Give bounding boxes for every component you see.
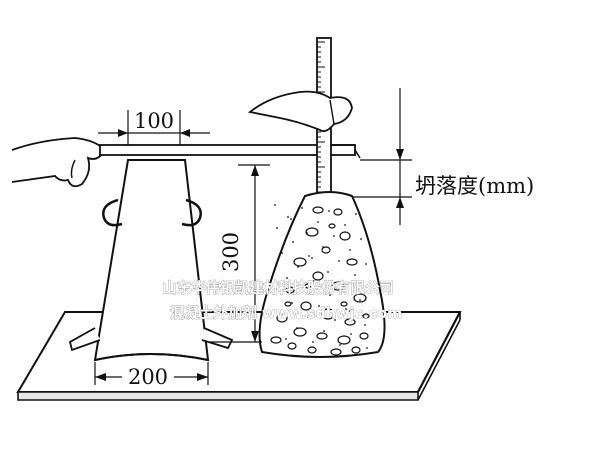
aggregate-stone — [312, 271, 324, 281]
aggregate-stone — [337, 335, 351, 345]
aggregate-dot — [318, 305, 320, 307]
aggregate-stone — [312, 206, 324, 214]
top-width-label: 100 — [134, 109, 174, 133]
aggregate-dot — [359, 299, 361, 301]
aggregate-stone — [287, 342, 297, 350]
aggregate-stone — [305, 227, 319, 237]
aggregate-dot — [281, 252, 283, 254]
aggregate-dot — [344, 224, 346, 226]
aggregate-dot — [292, 241, 294, 243]
aggregate-stone — [321, 308, 335, 320]
aggregate-stone — [316, 332, 328, 340]
aggregate-stone — [304, 283, 312, 289]
aggregate-stone — [346, 258, 358, 266]
aggregate-dot — [297, 266, 299, 268]
aggregate-dot — [365, 263, 367, 265]
aggregate-dot — [280, 313, 282, 315]
bottom-width-label: 200 — [128, 365, 168, 389]
aggregate-dot — [307, 316, 309, 318]
aggregate-stone — [300, 301, 312, 311]
aggregate-dot — [311, 257, 313, 259]
watermark-company: 山东华伟银凯建材科技股份有限公司 — [162, 279, 394, 297]
aggregate-stone — [359, 332, 369, 340]
aggregate-stone — [340, 301, 348, 307]
aggregate-dot — [291, 302, 293, 304]
aggregate-dot — [274, 204, 276, 206]
aggregate-stone — [339, 231, 351, 241]
aggregate-dot — [286, 277, 288, 279]
aggregate-dot — [354, 274, 356, 276]
aggregate-dot — [355, 213, 357, 215]
aggregate-dot — [360, 238, 362, 240]
right-hand — [247, 90, 353, 133]
aggregate-dot — [348, 310, 350, 312]
aggregate-dot — [290, 218, 292, 220]
aggregate-dot — [306, 232, 308, 234]
height-dimension: 300 — [210, 164, 270, 343]
aggregate-dot — [343, 285, 345, 287]
aggregate-dot — [349, 249, 351, 251]
aggregate-stone — [351, 346, 361, 354]
aggregate-stone — [276, 313, 288, 323]
slumped-concrete — [258, 191, 386, 358]
slump-cone — [68, 159, 234, 362]
aggregate-dot — [275, 288, 277, 290]
left-hand — [11, 137, 107, 188]
aggregate-stone — [333, 208, 343, 216]
aggregate-dot — [276, 227, 278, 229]
aggregate-dot — [338, 260, 340, 262]
aggregate-dot — [333, 235, 335, 237]
aggregate-stone — [353, 293, 367, 303]
aggregate-dot — [328, 210, 330, 212]
watermark: 山东华伟银凯建材科技股份有限公司 混凝土外加剂 www.sdhwjc.com — [162, 279, 403, 323]
aggregate-dot — [345, 308, 347, 310]
aggregate-stone — [330, 348, 342, 356]
height-label: 300 — [219, 232, 243, 272]
aggregate-stone — [328, 223, 336, 229]
aggregate-stone — [321, 246, 331, 254]
aggregate-dot — [313, 280, 315, 282]
aggregate-stone — [307, 346, 317, 354]
base-plate — [16, 311, 462, 401]
bottom-width-dimension: 200 — [94, 362, 209, 389]
slump-label: 坍落度(mm) — [415, 174, 534, 198]
aggregate-pattern — [270, 204, 370, 356]
aggregate-dot — [350, 333, 352, 335]
aggregate-dot — [334, 319, 336, 321]
aggregate-dot — [312, 341, 314, 343]
aggregate-dot — [296, 327, 298, 329]
aggregate-dot — [327, 271, 329, 273]
aggregate-dot — [317, 221, 319, 223]
slump-dimension: 坍落度(mm) — [352, 88, 534, 225]
aggregate-dot — [323, 330, 325, 332]
aggregate-dot — [364, 324, 366, 326]
aggregate-dot — [322, 246, 324, 248]
aggregate-dot — [308, 255, 310, 257]
aggregate-stone — [284, 301, 292, 307]
aggregate-stone — [270, 336, 282, 344]
aggregate-dot — [287, 216, 289, 218]
aggregate-stone — [293, 327, 307, 337]
aggregate-dot — [302, 291, 304, 293]
aggregate-dot — [285, 338, 287, 340]
aggregate-stone — [293, 257, 307, 267]
aggregate-dot — [366, 347, 368, 349]
aggregate-stone — [285, 286, 295, 294]
aggregate-dot — [329, 294, 331, 296]
top-width-dimension: 100 — [98, 109, 210, 145]
aggregate-dot — [339, 344, 341, 346]
aggregate-dot — [301, 207, 303, 209]
aggregate-stone — [344, 318, 356, 326]
aggregate-stone — [362, 313, 370, 319]
watermark-website: 混凝土外加剂 www.sdhwjc.com — [170, 304, 402, 322]
